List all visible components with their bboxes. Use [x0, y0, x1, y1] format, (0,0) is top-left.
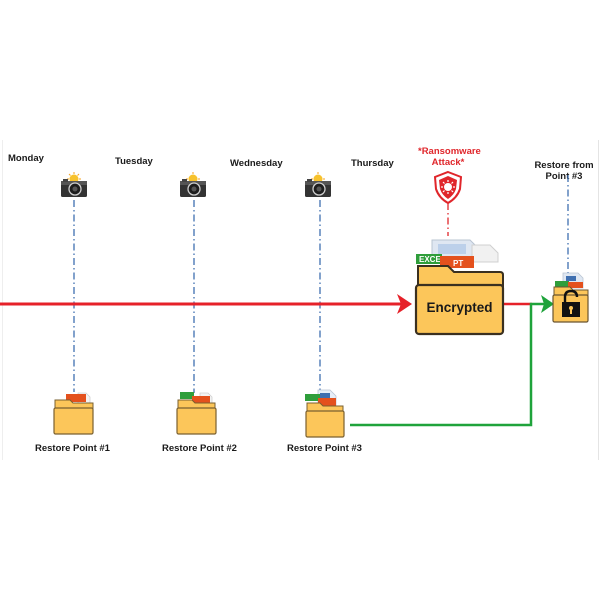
padlock-shackle	[563, 289, 579, 303]
restore-point-label-1: Restore Point #1	[35, 443, 110, 454]
restore-point-folder-2	[176, 392, 217, 435]
restore-arrowhead	[541, 295, 554, 313]
day-label-tuesday: Tuesday	[115, 156, 153, 167]
restore-point-folder-3	[305, 389, 345, 438]
restore-label-line1: Restore from	[534, 160, 594, 171]
restore-point-folder-1	[53, 392, 94, 435]
attack-label-line2: Attack*	[431, 157, 465, 168]
svg-text:EXCE: EXCE	[419, 255, 441, 264]
ransomware-attack-label: *Ransomware Attack*	[418, 146, 481, 168]
svg-text:PT: PT	[453, 259, 463, 268]
camera-icon	[305, 172, 331, 197]
day-label-wednesday: Wednesday	[230, 158, 283, 169]
encrypted-label: Encrypted	[426, 300, 493, 315]
camera-icon	[61, 172, 87, 197]
virus-shield-icon	[433, 170, 463, 205]
restore-label-line2: Point #3	[545, 171, 583, 182]
restore-point-label-3: Restore Point #3	[287, 443, 362, 454]
locked-folder-icon	[552, 272, 589, 323]
restore-point-label-2: Restore Point #2	[162, 443, 237, 454]
day-label-thursday: Thursday	[351, 158, 394, 169]
restore-from-label: Restore from Point #3	[532, 160, 596, 182]
day-label-monday: Monday	[8, 153, 44, 164]
timeline-arrowhead	[397, 294, 412, 314]
diagram-frame	[2, 140, 599, 460]
camera-icon	[180, 172, 206, 197]
encrypted-folder-icon: EXCE PT	[414, 239, 505, 336]
restore-path	[350, 302, 546, 427]
attack-label-line1: *Ransomware	[418, 146, 481, 157]
